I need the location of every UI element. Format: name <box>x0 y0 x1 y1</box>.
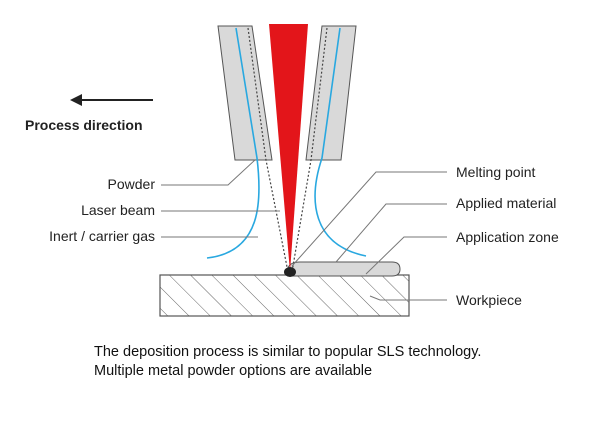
laser-beam-label: Laser beam <box>81 202 155 218</box>
leader-powder <box>161 159 256 186</box>
caption-line-1: The deposition process is similar to pop… <box>94 344 482 360</box>
nozzle-left <box>217 25 273 161</box>
workpiece <box>159 274 410 317</box>
caption: The deposition process is similar to pop… <box>94 343 481 381</box>
inert-gas-line-left <box>206 27 260 259</box>
applied-material <box>287 261 401 277</box>
leader-lines <box>161 159 447 301</box>
process-direction-arrow <box>70 94 153 106</box>
powder-stream-left <box>247 27 289 273</box>
inert-gas-label: Inert / carrier gas <box>49 228 155 244</box>
workpiece-label: Workpiece <box>456 292 522 308</box>
inert-gas-line-right <box>314 27 367 257</box>
applied-material-label: Applied material <box>456 195 557 211</box>
melting-point <box>284 267 296 277</box>
powder-label: Powder <box>107 176 155 192</box>
leader-application-zone <box>365 236 447 275</box>
application-zone-label: Application zone <box>456 229 559 245</box>
process-direction-label: Process direction <box>25 117 143 133</box>
leader-applied-material <box>335 203 447 263</box>
caption-line-2: Multiple metal powder options are availa… <box>94 363 373 379</box>
laser-beam <box>269 24 308 272</box>
powder-stream-right <box>291 27 328 273</box>
leader-melting-point <box>291 171 447 267</box>
leader-workpiece <box>369 295 447 301</box>
melting-point-label: Melting point <box>456 164 536 180</box>
